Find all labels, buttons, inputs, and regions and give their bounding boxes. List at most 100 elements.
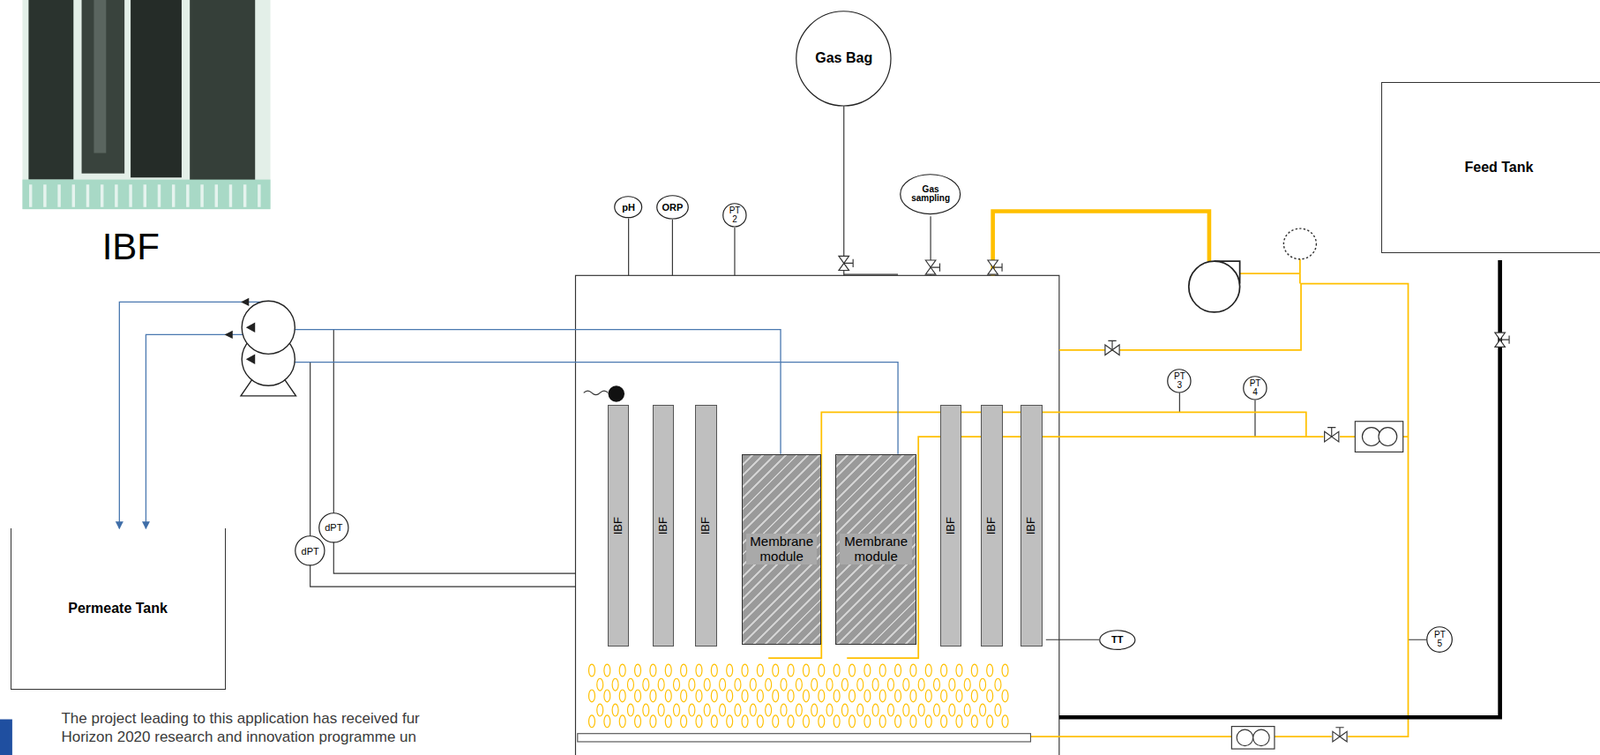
gas-bubble [910, 689, 917, 703]
membrane-module: Membrane module [741, 454, 822, 645]
gas-bubble [849, 715, 856, 728]
ibf-photo [22, 0, 270, 210]
gas-bubble [695, 689, 703, 703]
node-label: Membrane module [746, 533, 817, 565]
gas-bubble [841, 703, 848, 717]
node-text-holder: IBF [944, 516, 958, 535]
gas-bubble [895, 664, 902, 677]
valve [1105, 340, 1120, 355]
temperature-transmitter: TT [1099, 629, 1137, 651]
node-text-holder: IBF [612, 516, 625, 535]
gas-bubble [597, 703, 604, 717]
photo-ground [22, 0, 270, 210]
gas-bubble [787, 689, 794, 703]
photo-bar [93, 0, 106, 154]
gas-bubble [964, 678, 971, 691]
gas-bubbles [589, 664, 1009, 728]
gas-recirculation-lines [768, 259, 1408, 737]
gas-bubble [849, 664, 856, 677]
gas-bubble [635, 715, 642, 728]
gas-bubble [910, 664, 917, 677]
gas-bubble [949, 678, 956, 691]
valve [1495, 332, 1510, 347]
gas-bubble [971, 715, 978, 728]
gas-bubble [665, 664, 672, 677]
photo-bar [189, 0, 255, 182]
node-label: IBF [657, 516, 670, 535]
node-label: Gas sampling [911, 185, 950, 203]
gas-bubble [849, 689, 856, 703]
gas-bubble [734, 678, 741, 691]
gas-bubble [719, 703, 726, 717]
gas-bubble [703, 678, 711, 691]
gas-bubble [604, 715, 611, 728]
gas-bubble [1001, 715, 1009, 728]
gas-bubble [971, 664, 978, 677]
gas-bubble [895, 715, 902, 728]
gas-bubble [734, 703, 741, 717]
gas-bubble [895, 689, 902, 703]
gas-bubble [619, 715, 626, 728]
funding-note: Horizon 2020 research and innovation pro… [60, 729, 417, 747]
gas-bubble [879, 715, 886, 728]
gas-bubble [986, 689, 994, 703]
gas-bubble [879, 664, 886, 677]
gas-bubble [864, 715, 871, 728]
ibf-module: IBF [607, 404, 629, 647]
feed-line [1059, 260, 1501, 718]
gas-bubble [772, 689, 779, 703]
photo-bar [28, 0, 74, 180]
pressure-transmitter: PT 4 [1242, 375, 1268, 401]
gas-bubble [802, 664, 809, 677]
gas-bubble [941, 664, 948, 677]
gas-bubble [680, 664, 688, 677]
gas-bubble [949, 703, 956, 717]
funding-note: The project leading to this application … [60, 710, 419, 728]
valve [838, 255, 853, 270]
gas-bubble [627, 678, 634, 691]
gas-bubble [726, 689, 733, 703]
node-ellipse [295, 536, 325, 566]
gas-bubble [833, 715, 840, 728]
permeate-line [119, 301, 781, 529]
gas-bubble [986, 664, 994, 677]
gas-bubble [795, 678, 802, 691]
photo-glass [22, 179, 270, 210]
node-text-holder: TT [1111, 634, 1123, 645]
node-text-holder: dPT [324, 522, 343, 533]
node-ellipse [657, 195, 689, 219]
pump-base [240, 379, 296, 397]
node-ellipse [614, 196, 643, 218]
orp-sensor: ORP [656, 194, 689, 220]
gas-bubble [872, 703, 879, 717]
gas-bubble [741, 689, 748, 703]
gas-bubble [726, 664, 733, 677]
node-label: dPT [301, 545, 320, 557]
dpt-transmitter: dPT [294, 535, 326, 567]
gas-bubble [956, 689, 963, 703]
gas-bubble [741, 715, 748, 728]
pressure-transmitter: PT 5 [1426, 626, 1453, 653]
gas-bubble [918, 703, 925, 717]
valve [1324, 427, 1339, 442]
node-label: Permeate Tank [67, 600, 168, 617]
pump-rotor [1253, 729, 1271, 747]
gas-bubble [994, 678, 1002, 691]
gas-bubble [627, 703, 634, 717]
gas-bubble [749, 678, 756, 691]
gas-bubble [956, 715, 963, 728]
gas-bubble [941, 715, 948, 728]
gas-bubble [619, 664, 626, 677]
gas-bubble [833, 689, 840, 703]
node-text-holder: Gas Bag [814, 50, 873, 67]
gas-bubble [657, 703, 665, 717]
gas-bubble [903, 678, 910, 691]
valve [1332, 727, 1347, 742]
node-ellipse [319, 513, 349, 543]
photo-caption: IBF [102, 226, 160, 268]
gas-bubble [673, 678, 681, 691]
gas-bubble [765, 703, 772, 717]
ph-sensor: pH [613, 195, 643, 218]
gas-bubble [818, 664, 825, 677]
